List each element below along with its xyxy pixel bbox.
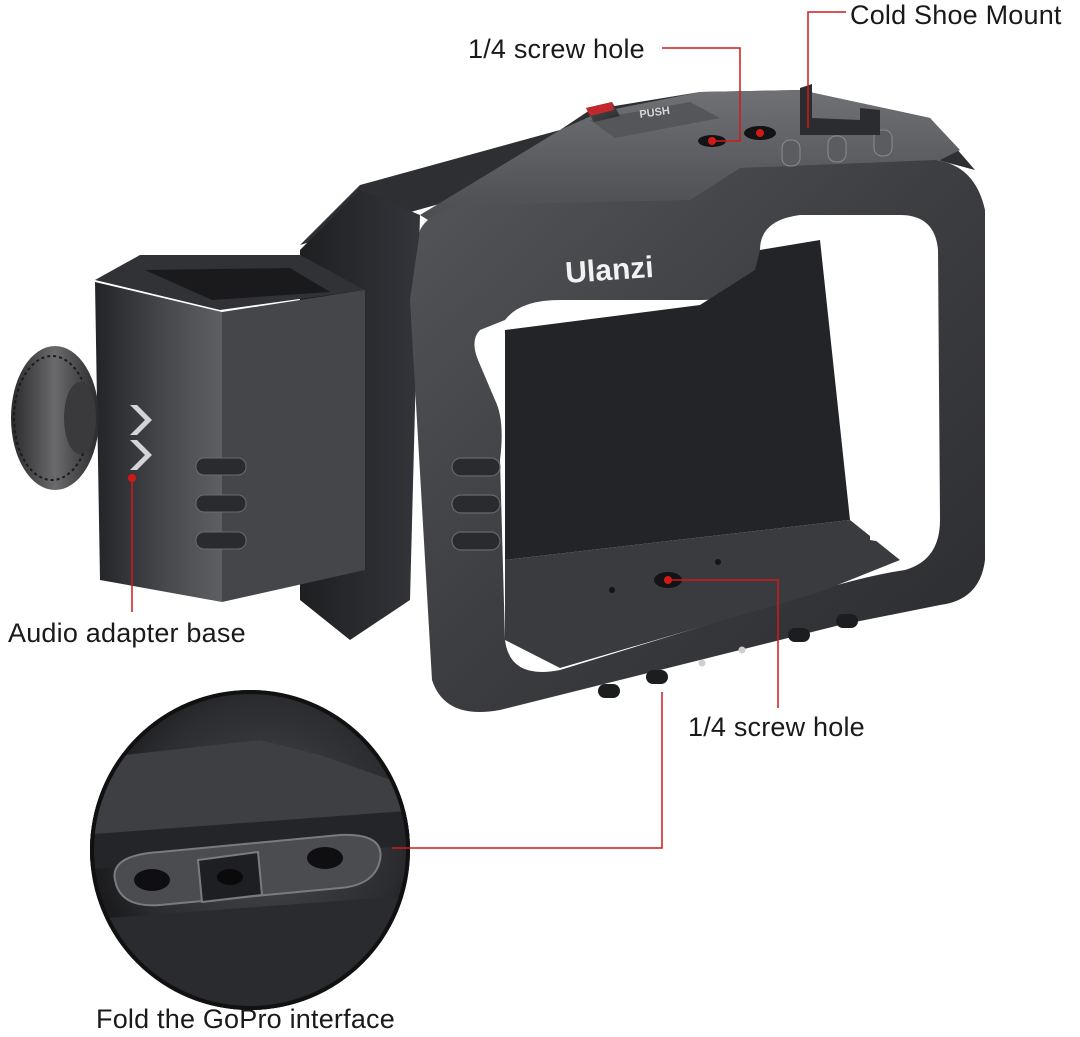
push-marking: PUSH [639, 105, 671, 121]
audio-block-slot [145, 268, 330, 300]
thumb-knob [11, 346, 99, 490]
cage-front-frame [410, 160, 985, 712]
callout-line-cold-shoe [807, 11, 846, 128]
cage-inner-floor [505, 520, 900, 668]
callout-dots [128, 129, 764, 584]
audio-block-left [95, 282, 222, 602]
callout-lines [131, 11, 846, 849]
callout-line-bottom-screw [668, 579, 779, 708]
bottom-ribs [598, 614, 858, 698]
audio-block-front [222, 290, 365, 602]
label-bottom-screw-hole: 1/4 screw hole [688, 712, 865, 742]
top-ribs [781, 129, 893, 167]
label-fold-gopro-interface: Fold the GoPro interface [96, 1004, 395, 1034]
camera-cage: Ulanzi PUSH [300, 84, 985, 712]
double-chevron-icon [130, 405, 152, 470]
cage-inner-back [505, 240, 850, 560]
red-dot-icon [664, 576, 672, 584]
label-cold-shoe-mount: Cold Shoe Mount [850, 0, 1062, 30]
push-release: PUSH [586, 102, 720, 138]
brand-logo: Ulanzi [564, 251, 654, 290]
callout-line-fold [392, 692, 663, 849]
audio-adapter-block [11, 255, 365, 602]
callout-line-top-screw [662, 47, 741, 142]
gopro-interface-inset [90, 690, 410, 1010]
label-top-screw-hole: 1/4 screw hole [468, 34, 645, 64]
label-audio-adapter-base: Audio adapter base [8, 618, 246, 648]
cold-shoe-mount [800, 84, 880, 135]
red-dot-icon [708, 137, 716, 145]
audio-block-ribs [195, 457, 247, 550]
front-grip-ribs [451, 457, 501, 551]
red-dot-icon [128, 474, 136, 482]
cage-side-window [866, 275, 930, 545]
red-dot-icon [756, 129, 764, 137]
